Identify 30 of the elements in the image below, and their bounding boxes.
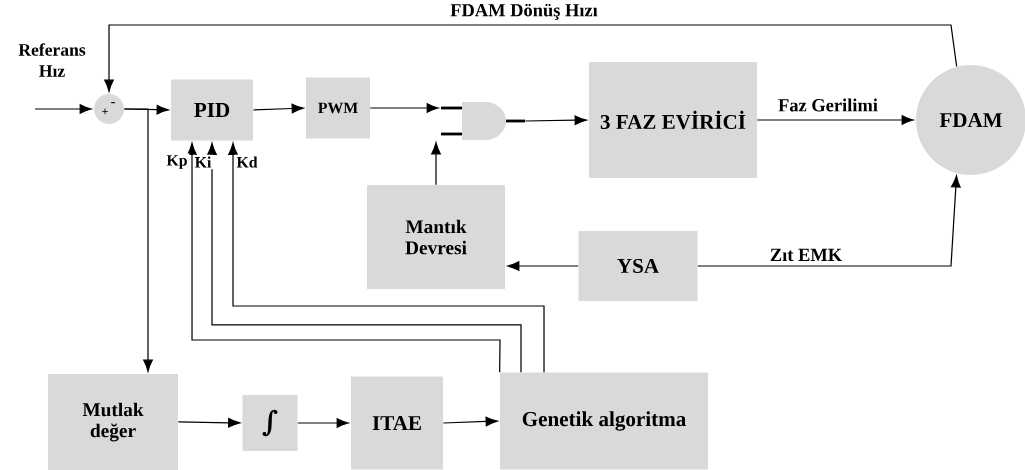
arrow	[252, 103, 304, 114]
arrow	[369, 103, 439, 113]
process-box: Mutlak değer	[48, 374, 178, 470]
edge-label: Referans Hız	[15, 41, 89, 79]
process-box: Genetik algoritma	[500, 372, 708, 470]
arrow	[524, 115, 587, 126]
arrow	[104, 24, 958, 92]
arrow	[697, 175, 961, 267]
arrow	[431, 142, 441, 186]
arrow	[442, 416, 498, 427]
arrow	[507, 261, 579, 271]
process-box: ITAE	[351, 376, 443, 470]
process-box: 3 FAZ EVİRİCİ	[589, 62, 757, 178]
edge-label: Zıt EMK	[768, 247, 844, 263]
process-box: PID	[171, 79, 253, 141]
edge-label: FDAM Dönüş Hızı	[448, 2, 600, 22]
arrow	[177, 417, 241, 428]
arrow	[756, 115, 914, 125]
integrator-box: ∫	[242, 395, 298, 451]
edge-label: Kp	[164, 153, 190, 171]
arrow	[297, 418, 349, 428]
process-box: PWM	[306, 77, 370, 139]
edge-label: Kd	[234, 154, 260, 170]
edge-label: Faz Gerilimi	[776, 96, 880, 114]
and-gate	[441, 102, 525, 140]
process-box: YSA	[578, 231, 698, 301]
summing-junction: + -	[94, 94, 124, 124]
arrow	[123, 108, 153, 372]
process-box: Mantık Devresi	[367, 185, 505, 289]
arrow	[34, 104, 92, 114]
